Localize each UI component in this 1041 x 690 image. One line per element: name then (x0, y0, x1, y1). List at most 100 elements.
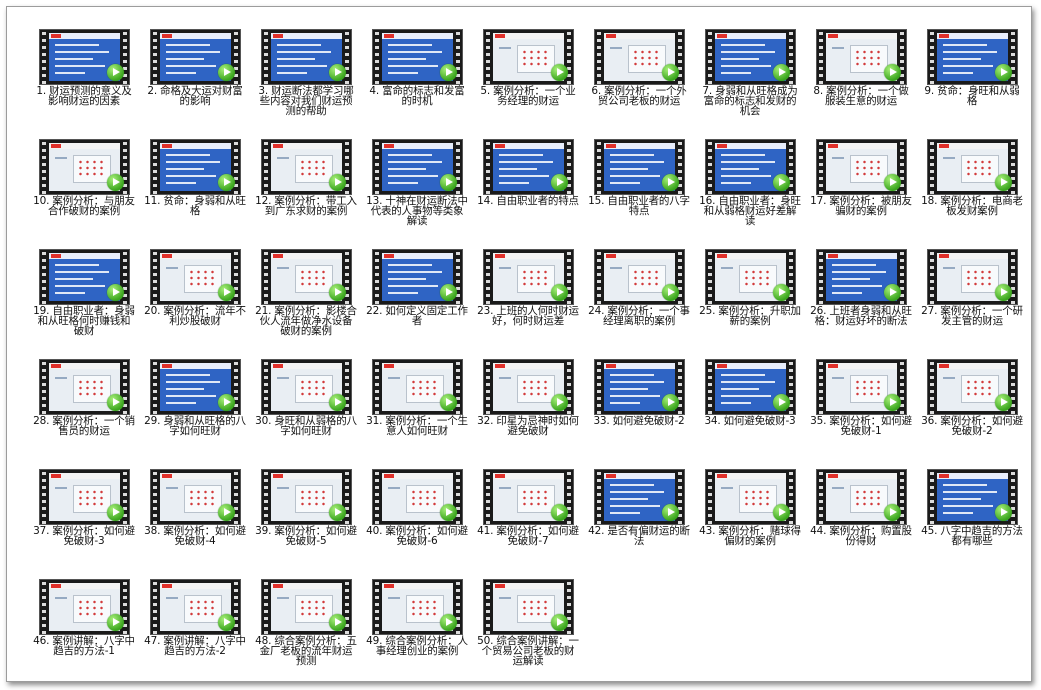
video-thumbnail[interactable] (705, 469, 796, 525)
video-thumbnail[interactable] (39, 469, 130, 525)
video-item-4[interactable]: 4. 富命的标志和发富的时机 (362, 25, 472, 135)
video-item-36[interactable]: 36. 案例分析：如何避免破财-2 (917, 355, 1027, 465)
video-thumbnail[interactable] (594, 359, 685, 415)
video-item-11[interactable]: 11. 贫命：身弱和从旺格 (140, 135, 250, 245)
video-item-21[interactable]: 21. 案例分析：影楼合伙人流年做净水设备破财的案例 (251, 245, 361, 355)
video-item-22[interactable]: 22. 如何定义固定工作者 (362, 245, 472, 355)
video-thumbnail[interactable] (150, 359, 241, 415)
play-icon[interactable] (218, 174, 235, 191)
video-thumbnail[interactable] (705, 29, 796, 85)
play-icon[interactable] (329, 284, 346, 301)
video-thumbnail[interactable] (150, 469, 241, 525)
play-icon[interactable] (662, 174, 679, 191)
video-item-45[interactable]: 45. 八字中趋吉的方法都有哪些 (917, 465, 1027, 575)
play-icon[interactable] (995, 174, 1012, 191)
video-item-23[interactable]: 23. 上班的人何时财运好，何时财运差 (473, 245, 583, 355)
play-icon[interactable] (884, 174, 901, 191)
video-item-40[interactable]: 40. 案例分析：如何避免破财-6 (362, 465, 472, 575)
video-thumbnail[interactable] (483, 469, 574, 525)
video-thumbnail[interactable] (927, 139, 1018, 195)
video-item-7[interactable]: 7. 身弱和从旺格成为富命的标志和发财的机会 (695, 25, 805, 135)
video-item-15[interactable]: 15. 自由职业者的八字特点 (584, 135, 694, 245)
play-icon[interactable] (995, 64, 1012, 81)
play-icon[interactable] (773, 174, 790, 191)
video-item-25[interactable]: 25. 案例分析：升职加薪的案例 (695, 245, 805, 355)
video-item-42[interactable]: 42. 是否有偏财运的断法 (584, 465, 694, 575)
video-thumbnail[interactable] (261, 139, 352, 195)
video-item-10[interactable]: 10. 案例分析：与朋友合作破财的案例 (29, 135, 139, 245)
play-icon[interactable] (662, 64, 679, 81)
video-item-41[interactable]: 41. 案例分析：如何避免破财-7 (473, 465, 583, 575)
play-icon[interactable] (440, 614, 457, 631)
play-icon[interactable] (218, 614, 235, 631)
play-icon[interactable] (329, 614, 346, 631)
video-item-28[interactable]: 28. 案例分析：一个销售员的财运 (29, 355, 139, 465)
video-thumbnail[interactable] (705, 249, 796, 305)
video-item-39[interactable]: 39. 案例分析：如何避免破财-5 (251, 465, 361, 575)
video-item-3[interactable]: 3. 财运断法都学习哪些内容对我们财运预测的帮助 (251, 25, 361, 135)
video-item-32[interactable]: 32. 印星为忌神时如何避免破财 (473, 355, 583, 465)
video-thumbnail[interactable] (150, 579, 241, 635)
video-thumbnail[interactable] (372, 139, 463, 195)
video-thumbnail[interactable] (39, 139, 130, 195)
video-thumbnail[interactable] (927, 29, 1018, 85)
video-item-19[interactable]: 19. 自由职业者：身弱和从旺格何时赚钱和破财 (29, 245, 139, 355)
video-thumbnail[interactable] (483, 249, 574, 305)
video-item-34[interactable]: 34. 如何避免破财-3 (695, 355, 805, 465)
video-item-1[interactable]: 1. 财运预测的意义及影响财运的因素 (29, 25, 139, 135)
video-item-35[interactable]: 35. 案例分析：如何避免破财-1 (806, 355, 916, 465)
video-item-20[interactable]: 20. 案例分析：流年不利炒股破财 (140, 245, 250, 355)
play-icon[interactable] (773, 394, 790, 411)
video-thumbnail[interactable] (261, 249, 352, 305)
video-thumbnail[interactable] (594, 139, 685, 195)
play-icon[interactable] (884, 394, 901, 411)
video-thumbnail[interactable] (39, 579, 130, 635)
video-item-49[interactable]: 49. 综合案例分析：人事经理创业的案例 (362, 575, 472, 685)
video-item-16[interactable]: 16. 自由职业者：身旺和从弱格财运好差解读 (695, 135, 805, 245)
video-thumbnail[interactable] (483, 579, 574, 635)
video-item-46[interactable]: 46. 案例讲解：八字中趋吉的方法-1 (29, 575, 139, 685)
video-item-17[interactable]: 17. 案例分析：被朋友骗财的案例 (806, 135, 916, 245)
play-icon[interactable] (440, 174, 457, 191)
video-thumbnail[interactable] (816, 469, 907, 525)
play-icon[interactable] (440, 504, 457, 521)
video-thumbnail[interactable] (372, 249, 463, 305)
video-item-37[interactable]: 37. 案例分析：如何避免破财-3 (29, 465, 139, 575)
video-item-2[interactable]: 2. 命格及大运对财富的影响 (140, 25, 250, 135)
play-icon[interactable] (329, 504, 346, 521)
video-item-48[interactable]: 48. 综合案例分析：五金厂老板的流年财运预测 (251, 575, 361, 685)
video-item-12[interactable]: 12. 案例分析：带工入到广东求财的案例 (251, 135, 361, 245)
play-icon[interactable] (884, 64, 901, 81)
play-icon[interactable] (107, 504, 124, 521)
play-icon[interactable] (218, 504, 235, 521)
play-icon[interactable] (329, 174, 346, 191)
video-item-29[interactable]: 29. 身弱和从旺格的八字如何旺财 (140, 355, 250, 465)
video-item-24[interactable]: 24. 案例分析：一个事经理离职的案例 (584, 245, 694, 355)
video-item-26[interactable]: 26. 上班者身弱和从旺格：财运好坏的断法 (806, 245, 916, 355)
video-thumbnail[interactable] (261, 579, 352, 635)
video-thumbnail[interactable] (816, 139, 907, 195)
video-thumbnail[interactable] (594, 469, 685, 525)
video-item-43[interactable]: 43. 案例分析：赌球得偏财的案例 (695, 465, 805, 575)
play-icon[interactable] (551, 284, 568, 301)
play-icon[interactable] (551, 394, 568, 411)
video-thumbnail[interactable] (372, 579, 463, 635)
video-item-47[interactable]: 47. 案例讲解：八字中趋吉的方法-2 (140, 575, 250, 685)
video-thumbnail[interactable] (261, 469, 352, 525)
play-icon[interactable] (107, 394, 124, 411)
video-item-9[interactable]: 9. 贫命：身旺和从弱格 (917, 25, 1027, 135)
video-thumbnail[interactable] (372, 359, 463, 415)
video-item-31[interactable]: 31. 案例分析：一个生意人如何旺财 (362, 355, 472, 465)
play-icon[interactable] (662, 394, 679, 411)
video-thumbnail[interactable] (705, 139, 796, 195)
play-icon[interactable] (107, 64, 124, 81)
play-icon[interactable] (551, 174, 568, 191)
video-thumbnail[interactable] (816, 29, 907, 85)
video-thumbnail[interactable] (150, 249, 241, 305)
video-item-5[interactable]: 5. 案例分析：一个业务经理的财运 (473, 25, 583, 135)
video-thumbnail[interactable] (483, 29, 574, 85)
play-icon[interactable] (329, 64, 346, 81)
video-thumbnail[interactable] (39, 359, 130, 415)
play-icon[interactable] (551, 504, 568, 521)
video-thumbnail[interactable] (372, 469, 463, 525)
